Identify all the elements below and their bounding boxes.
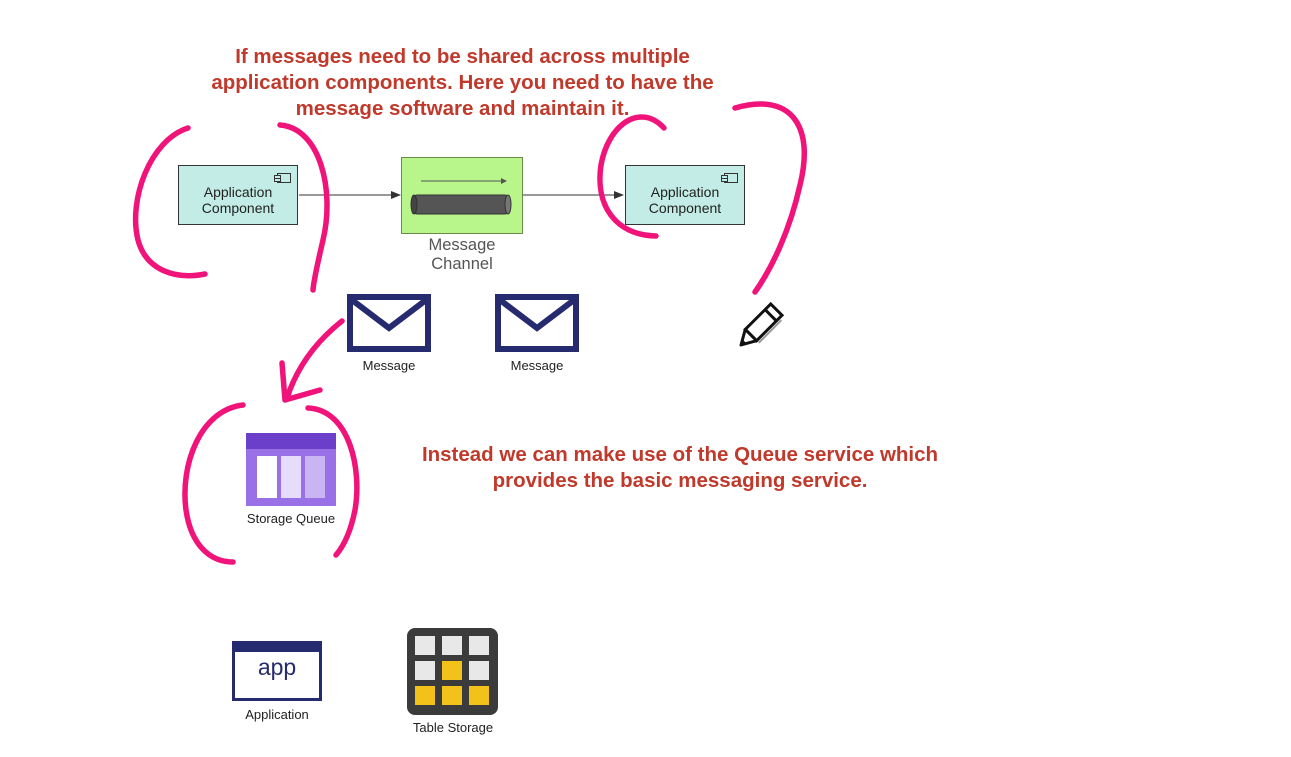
ink-arrow-head [279, 360, 323, 403]
top-annotation-line-1: If messages need to be shared across mul… [235, 45, 690, 68]
message-channel-label: Message Channel [412, 236, 512, 274]
message-channel-label-2: Channel [431, 255, 493, 273]
ink-bracket-queue-open [182, 402, 246, 565]
component-icon [721, 173, 738, 183]
top-annotation-line-3: message software and maintain it. [295, 97, 630, 120]
storage-queue-label: Storage Queue [246, 511, 336, 526]
component-left-label-1: Application [203, 184, 273, 200]
application-label: Application [245, 707, 309, 722]
ink-bracket-queue-close [305, 405, 360, 558]
queue-annotation-line-2: provides the basic messaging service. [492, 469, 868, 492]
ink-bracket-left-close [277, 122, 330, 293]
message-channel[interactable] [401, 157, 523, 234]
ink-bracket-left-open [132, 125, 208, 279]
top-annotation-line-2: application components. Here you need to… [211, 71, 714, 94]
app-icon-bar [235, 644, 319, 652]
ink-arrow-curve [284, 318, 345, 401]
queue-annotation-line-1: Instead we can make use of the Queue ser… [421, 443, 939, 466]
application-component-left[interactable]: Application Component [178, 165, 298, 225]
message-envelope-icon[interactable] [495, 294, 579, 352]
app-icon[interactable]: app [232, 641, 322, 701]
top-annotation: If messages need to be shared across mul… [160, 44, 765, 122]
component-right-label-1: Application [650, 184, 720, 200]
component-icon [274, 173, 291, 183]
application-component-right[interactable]: Application Component [625, 165, 745, 225]
ink-bracket-right-close [732, 101, 807, 295]
pencil-cursor-icon [739, 301, 785, 347]
table-storage-icon[interactable] [407, 628, 498, 715]
app-icon-text: app [257, 654, 297, 680]
component-right-label-2: Component [648, 200, 722, 216]
message-envelope-icon[interactable] [347, 294, 431, 352]
ink-bracket-right-open [597, 114, 667, 239]
table-storage-label: Table Storage [412, 720, 494, 735]
message-channel-label-1: Message [428, 236, 496, 254]
component-left-label-2: Component [201, 200, 275, 216]
message-label-1: Message [362, 358, 416, 373]
storage-queue-icon[interactable] [246, 433, 336, 506]
queue-annotation: Instead we can make use of the Queue ser… [395, 442, 965, 494]
message-label-2: Message [510, 358, 564, 373]
